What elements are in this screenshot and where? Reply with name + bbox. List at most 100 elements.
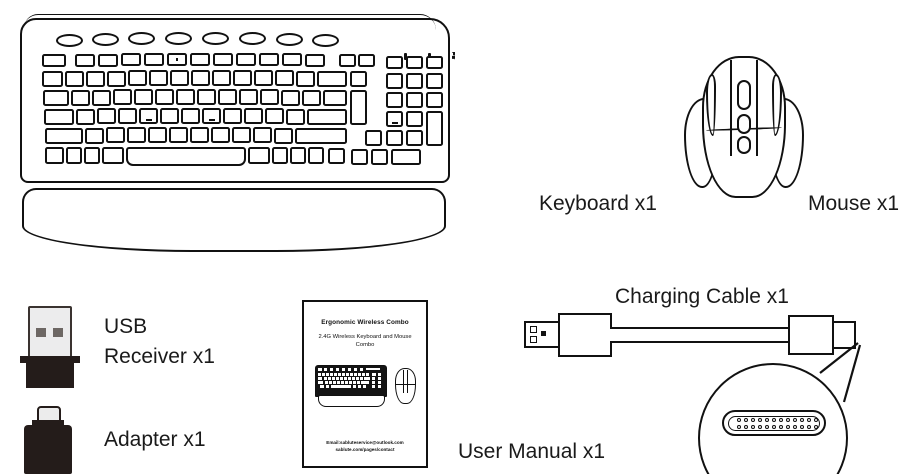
mouse-icon	[684, 52, 804, 202]
keyboard-key	[167, 53, 187, 66]
keyboard-media-key	[276, 33, 303, 46]
manual-cover-subtitle: 2.4G Wireless Keyboard and Mouse Combo	[318, 334, 412, 349]
keyboard-icon	[8, 8, 460, 260]
keyboard-seam	[26, 182, 446, 183]
keyboard-key	[86, 71, 105, 87]
user-manual-label: User Manual x1	[458, 440, 606, 463]
keyboard-media-key	[312, 34, 339, 47]
keyboard-key	[307, 109, 347, 125]
keyboard-key	[160, 108, 179, 124]
keyboard-key	[44, 109, 74, 125]
keyboard-spacebar	[126, 147, 246, 166]
keyboard-media-key	[239, 32, 266, 45]
keyboard-key	[351, 149, 368, 165]
keyboard-key	[406, 111, 423, 127]
usb-c-port-inner	[728, 415, 820, 431]
keyboard-key	[43, 90, 69, 106]
manual-cover: Ergonomic Wireless Combo 2.4G Wireless K…	[302, 300, 428, 468]
keyboard-key	[139, 108, 158, 124]
keyboard-key	[254, 70, 273, 86]
manual-mini-mouse-strip	[403, 370, 408, 393]
keyboard-key	[155, 89, 174, 105]
mouse-dpi-button	[737, 114, 751, 134]
usb-contact-pad	[36, 328, 46, 337]
keyboard-key	[233, 70, 252, 86]
usb-cable-icon	[520, 310, 880, 365]
usb-receiver-collar	[20, 356, 80, 365]
keyboard-key	[426, 92, 443, 108]
keyboard-label: Keyboard x1	[539, 192, 657, 215]
manual-mini-keyboard-keys	[318, 368, 384, 388]
keyboard-key	[358, 54, 375, 67]
keyboard-key	[274, 128, 293, 144]
keyboard-key	[328, 148, 345, 164]
usb-contact-pad	[53, 328, 63, 337]
keyboard-media-key	[165, 32, 192, 45]
keyboard-palm-rest	[22, 188, 446, 252]
keyboard-key	[190, 53, 210, 66]
keyboard-key	[213, 53, 233, 66]
keyboard-key	[92, 90, 111, 106]
keyboard-key	[350, 90, 367, 125]
cable-wire	[610, 327, 792, 343]
keyboard-key	[148, 127, 167, 143]
usb-receiver-label-line2: Receiver x1	[104, 345, 215, 369]
manual-mini-keyboard	[315, 365, 387, 397]
cable-usb-a-housing	[558, 313, 612, 357]
keyboard-key	[128, 70, 147, 86]
keyboard-top-bevel	[24, 14, 436, 171]
keyboard-key	[272, 147, 288, 164]
keyboard-key	[84, 147, 100, 164]
keyboard-key	[426, 73, 443, 89]
keyboard-key	[253, 127, 272, 143]
usb-c-pin-row	[737, 418, 825, 422]
keyboard-key	[113, 89, 132, 105]
keyboard-key	[282, 53, 302, 66]
keyboard-key	[260, 89, 279, 105]
keyboard-key	[239, 89, 258, 105]
mouse-side-accent	[706, 74, 716, 136]
manual-mini-mouse	[395, 368, 416, 404]
keyboard-key	[211, 127, 230, 143]
keyboard-key	[248, 147, 270, 164]
keyboard-key	[202, 108, 221, 124]
keyboard-key	[197, 89, 216, 105]
keyboard-key	[45, 128, 83, 144]
keyboard-key	[223, 108, 242, 124]
adapter-body	[24, 425, 72, 474]
keyboard-key	[102, 147, 124, 164]
keyboard-key	[296, 71, 315, 87]
manual-mini-mouse-divider	[396, 384, 415, 385]
keyboard-key	[426, 56, 443, 69]
keyboard-key	[386, 130, 403, 146]
manual-contact-email: Email:sabluteservice@outlook.com	[326, 440, 404, 446]
keyboard-key	[106, 127, 125, 143]
keyboard-media-key	[128, 32, 155, 45]
manual-booklet-icon: Ergonomic Wireless Combo 2.4G Wireless K…	[302, 300, 428, 468]
keyboard-media-key	[92, 33, 119, 46]
keyboard-key	[302, 90, 321, 106]
keyboard-key	[212, 70, 231, 86]
keyboard-key	[386, 56, 403, 69]
usb-c-pin-row	[737, 425, 825, 429]
keyboard-key	[176, 89, 195, 105]
keyboard-key	[121, 53, 141, 66]
manual-mini-palm-rest	[318, 395, 385, 407]
keyboard-key	[42, 71, 63, 87]
keyboard-key	[65, 71, 84, 87]
manual-contact-info: Email:sabluteservice@outlook.com sablute…	[308, 440, 422, 454]
keyboard-key	[386, 92, 403, 108]
keyboard-key	[290, 147, 306, 164]
mouse-scroll-wheel	[737, 80, 751, 110]
keyboard-key	[85, 128, 104, 144]
usb-receiver-label: USB Receiver x1	[104, 315, 215, 369]
keyboard-key	[350, 71, 367, 87]
keyboard-key	[295, 128, 347, 144]
keyboard-key	[149, 70, 168, 86]
keyboard-key	[406, 130, 423, 146]
usb-receiver-connector	[28, 306, 72, 358]
keyboard-key	[406, 56, 423, 69]
keyboard-key	[45, 147, 64, 164]
keyboard-media-key	[202, 32, 229, 45]
